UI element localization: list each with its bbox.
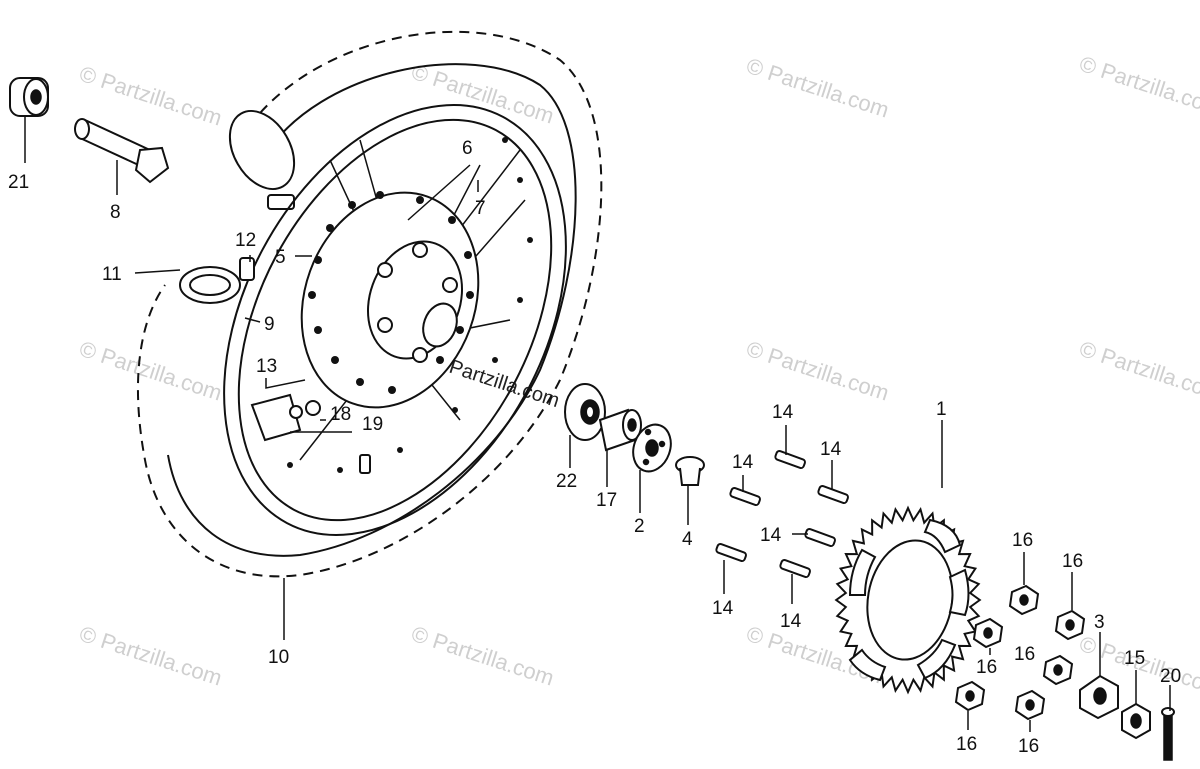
rim-inner [237,118,553,522]
rim-band-opening [189,274,231,296]
tube-valve [250,393,302,442]
callout-16f: 16 [1018,736,1039,757]
part-2-flange [632,423,672,473]
callout-16e: 16 [956,734,977,755]
part-21-bearing [9,77,49,117]
callout-20: 20 [1160,666,1181,687]
callout-16d: 16 [1014,644,1035,665]
part-16-nuts [954,584,1086,721]
callout-15: 15 [1124,648,1145,669]
callout-6: 6 [462,138,473,159]
valve-nut [289,405,303,419]
callout-10: 10 [268,647,289,668]
part-1-sprocket [834,505,982,695]
callout-22: 22 [556,471,577,492]
callout-14f: 14 [780,611,802,632]
callout-3: 3 [1094,612,1105,633]
watermark: © Partzilla.com [76,61,225,131]
watermark: © Partzilla.com [408,59,557,129]
callout-7: 7 [475,198,486,219]
callout-14d: 14 [760,525,782,546]
watermark: © Partzilla.com [1076,336,1200,406]
watermark: © Partzilla.com [76,621,225,691]
valve-cap [305,400,321,416]
watermark: © Partzilla.com [743,336,892,406]
callout-16b: 16 [1062,551,1083,572]
callout-9: 9 [264,314,275,335]
callout-2: 2 [634,516,645,537]
hub-bore [422,302,458,348]
callout-13: 13 [256,356,277,377]
air-valve-cap [239,257,255,281]
part-22-bearing [564,383,606,441]
callout-14b: 14 [732,452,754,473]
callout-5: 5 [275,247,286,268]
callout-14a: 14 [772,402,794,423]
part-4-collar [675,456,705,486]
part-20-pin [1161,707,1175,761]
tire-section [228,110,296,190]
callout-17: 17 [596,490,617,511]
callout-21: 21 [8,172,29,193]
rim-holes [287,137,533,473]
tire-tread [137,30,603,578]
leader-lines [24,117,1171,732]
part-15-nut [1121,702,1151,740]
hub-bolts [377,242,458,363]
wheel-assembly [137,30,603,578]
callout-4: 4 [682,529,693,550]
part-3-tab [1079,674,1119,720]
disc-holes [308,191,474,394]
callout-11: 11 [102,264,122,285]
callout-18: 18 [330,404,351,425]
watermark: © Partzilla.com [408,621,557,691]
part-8-axle [74,118,170,184]
part-17-spacer [598,408,642,452]
callout-16c: 16 [976,657,997,678]
rim-valve [359,454,371,474]
callout-8: 8 [110,202,121,223]
rim-outer [223,104,567,536]
callout-14e: 14 [712,598,734,619]
watermark: © Partzilla.com [743,53,892,123]
callout-16a: 16 [1012,530,1033,551]
watermark: © Partzilla.com [76,336,225,406]
callout-12: 12 [235,230,256,251]
callout-19: 19 [362,414,383,435]
callout-1: 1 [936,399,947,420]
callouts: 21 8 6 7 12 5 11 9 13 18 19 10 22 17 2 4… [8,138,1181,757]
loose-parts [9,77,1175,761]
tire-inner-edge [167,63,577,557]
part-14-studs [715,450,849,579]
center-watermark: Partzilla.com [446,356,562,412]
callout-14c: 14 [820,439,842,460]
watermark: © Partzilla.com [1076,51,1200,121]
